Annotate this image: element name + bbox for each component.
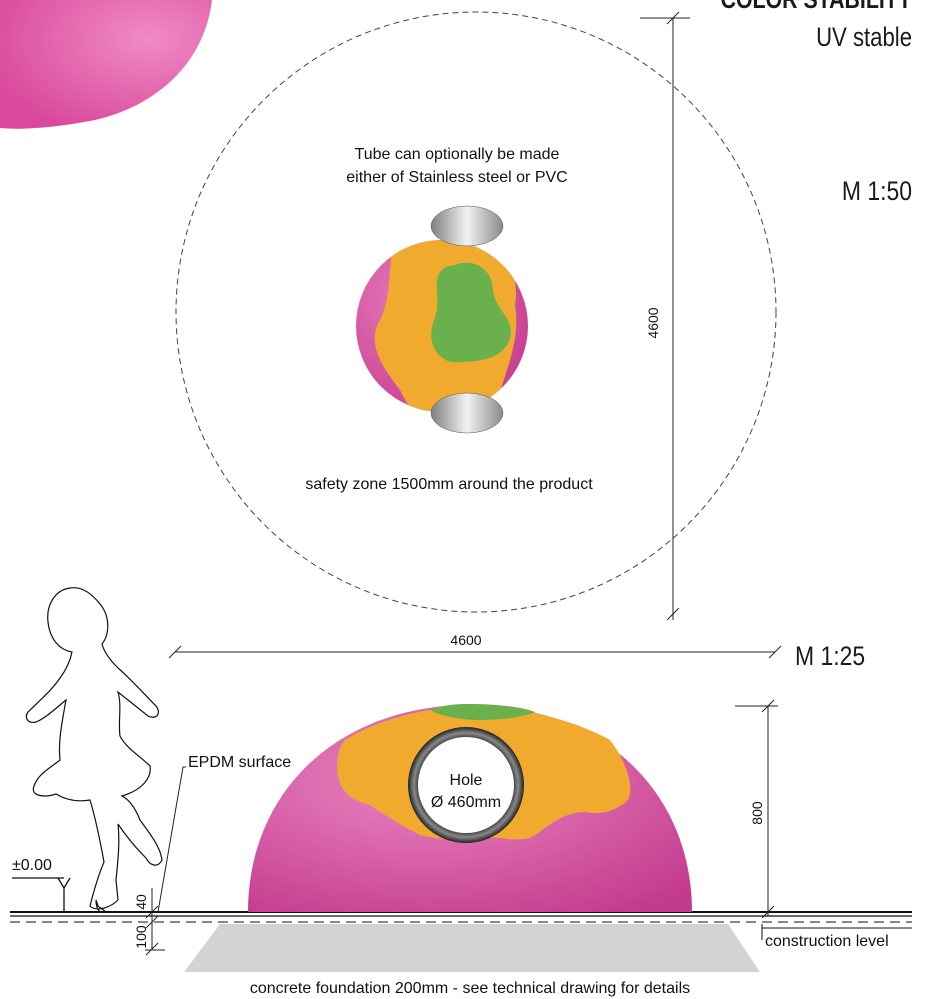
construction-level-label: construction level xyxy=(765,933,889,950)
ball-top-view xyxy=(356,205,528,434)
surface-thickness-label: 40 xyxy=(133,894,149,910)
height-dimension-label: 800 xyxy=(749,801,765,825)
thickness-dimension xyxy=(145,888,165,956)
epdm-surface-label: EPDM surface xyxy=(188,754,291,771)
tube-note-line1: Tube can optionally be made xyxy=(355,146,560,163)
epdm-leader xyxy=(157,766,186,913)
level-marker xyxy=(12,877,71,912)
ground-lines xyxy=(10,911,912,923)
side-view-scale: M 1:25 xyxy=(795,641,865,671)
foundation-label: concrete foundation 200mm - see technica… xyxy=(250,980,690,997)
concrete-foundation xyxy=(184,924,760,972)
tube-note-line2: either of Stainless steel or PVC xyxy=(346,169,567,186)
construction-level-marker xyxy=(761,924,912,940)
color-stability-title: COLOR STABILITY xyxy=(721,0,913,15)
top-view-scale: M 1:50 xyxy=(842,176,912,206)
height-dimension xyxy=(735,699,778,919)
horizontal-dimension xyxy=(168,645,782,659)
color-stability-value: UV stable xyxy=(816,23,912,53)
level-label: ±0.00 xyxy=(12,857,52,874)
hole-label-line2: Ø 460mm xyxy=(431,794,501,811)
decorative-corner-blob xyxy=(0,0,212,129)
hole-label-line1: Hole xyxy=(450,772,483,789)
safety-zone-circle xyxy=(175,11,777,613)
dome-side-view xyxy=(248,704,692,912)
vertical-dimension-label: 4600 xyxy=(645,307,661,338)
safety-zone-note: safety zone 1500mm around the product xyxy=(305,476,593,493)
base-thickness-label: 100 xyxy=(133,925,149,949)
horizontal-dimension-label: 4600 xyxy=(450,632,481,648)
vertical-dimension xyxy=(640,11,690,621)
